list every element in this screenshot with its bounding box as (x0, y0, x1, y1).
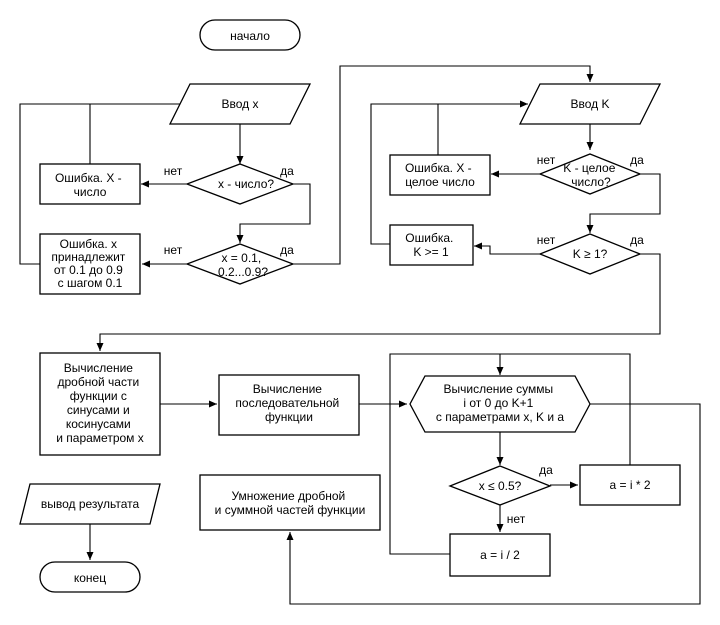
edge-label-k-integer-yes: да (630, 153, 644, 167)
edge-mul-back (496, 353, 631, 465)
multiply-label: Умножение дробной и суммной частей функц… (215, 489, 366, 517)
edge-label-k-integer-no: нет (537, 153, 556, 167)
edge-label-x-half-yes: да (539, 463, 553, 477)
input-k-parallelogram (518, 83, 662, 125)
input-k-label: Ввод K (571, 97, 610, 111)
edge-labels: нет да нет да нет да нет да да нет (164, 153, 644, 526)
edge-label-k-ge1-yes: да (630, 233, 644, 247)
check-k-ge1-label: K ≥ 1? (573, 247, 608, 261)
assign-div-box (449, 533, 551, 577)
assign-div-label: a = i / 2 (480, 548, 520, 562)
input-x-parallelogram (168, 83, 312, 125)
error-k-ge1-box (389, 224, 474, 266)
error-x-number-label: Ошибка. X - число (55, 171, 125, 199)
check-x-range-label: x = 0.1, 0.2...0.9? (218, 251, 268, 279)
calc-sequence-label: Вычисление последовательной функции (235, 382, 342, 424)
error-x-range-label: Ошибка. x принадлежит от 0.1 до 0.9 с ша… (51, 237, 128, 290)
check-k-integer-diamond (538, 153, 642, 195)
edge-label-x-number-no: нет (164, 164, 183, 178)
start-terminator (199, 19, 301, 51)
check-x-number-diamond (185, 163, 295, 205)
edge-label-x-range-yes: да (280, 243, 294, 257)
start-label: начало (230, 29, 270, 43)
edge-range-err-loop (19, 103, 90, 265)
calc-fraction-box (39, 352, 161, 456)
error-k-integer-box (389, 154, 491, 196)
check-x-half-label: x ≤ 0.5? (479, 479, 522, 493)
assign-mul-label: a = i * 2 (609, 478, 650, 492)
check-x-number-label: x - число? (218, 177, 274, 191)
edge-range-yes (293, 65, 594, 265)
edge-err-loop (89, 103, 181, 164)
output-parallelogram (19, 483, 161, 525)
edge-label-x-half-no: нет (507, 512, 526, 526)
edge-int-yes (586, 173, 661, 233)
edge-label-k-ge1-no: нет (537, 233, 556, 247)
check-k-ge1-diamond (538, 233, 642, 275)
edge-label-x-number-yes: да (280, 164, 294, 178)
edge-int-err-loop (437, 100, 528, 155)
check-x-half-diamond (448, 465, 552, 506)
loop-sum-label: Вычисление суммы i от 0 до K+1 с парамет… (436, 382, 565, 424)
calc-fraction-label: Вычисление дробной части функции с синус… (56, 361, 144, 445)
end-terminator (39, 561, 141, 593)
input-x-label: Ввод x (222, 97, 259, 111)
error-k-integer-label: Ошибка. X - целое число (405, 161, 475, 189)
edge-loop-exit (286, 403, 701, 605)
edge-ge1-no (474, 242, 540, 255)
multiply-box (199, 474, 381, 531)
end-label: конец (74, 571, 106, 585)
loop-sum-hexagon (409, 375, 591, 433)
check-x-range-diamond (185, 243, 295, 285)
edge-check-yes (236, 183, 311, 243)
error-k-ge1-label: Ошибка. K >= 1 (405, 231, 456, 259)
edge-label-x-range-no: нет (164, 243, 183, 257)
check-k-integer-label: K - целое число? (563, 161, 619, 189)
error-x-range-box (39, 233, 141, 295)
connectors (19, 65, 701, 605)
output-label: вывод результата (41, 497, 140, 511)
edge-ge1-yes (96, 253, 661, 351)
node-labels: начало Ввод x x - число? Ошибка. X - чис… (41, 29, 651, 585)
assign-mul-box (579, 464, 681, 506)
edge-div-back (389, 353, 500, 555)
calc-sequence-box (218, 374, 360, 436)
shapes (19, 19, 681, 593)
error-x-number-box (39, 163, 141, 205)
edge-ge1-err-loop (370, 103, 438, 245)
